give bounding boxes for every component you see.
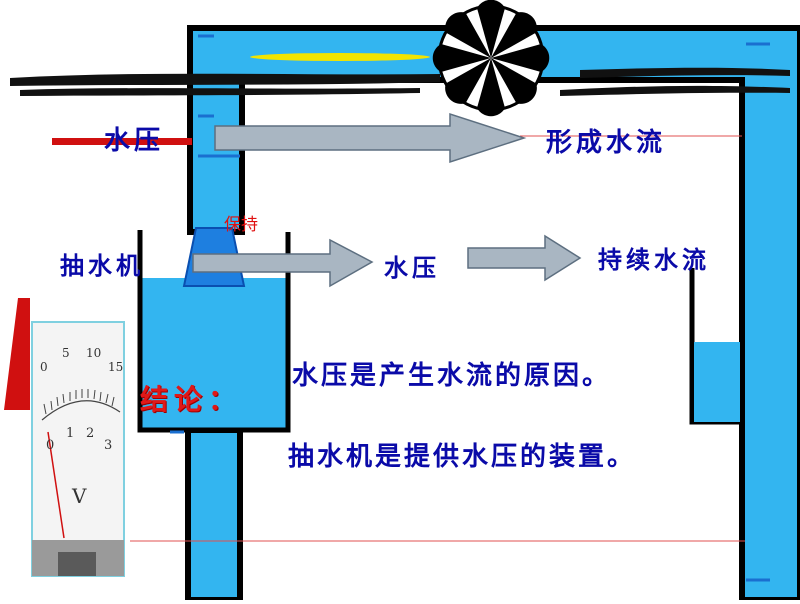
turbine-fan-icon <box>432 0 550 117</box>
arrow-pump <box>192 238 374 288</box>
voltmeter-icon <box>31 321 125 577</box>
arrow-pressure <box>467 234 582 282</box>
label-continuous-flow: 持续水流 <box>598 246 710 274</box>
voltmeter-bottom-scale: 0 1 2 3 <box>38 424 128 453</box>
scale-bottom-2: 2 <box>86 426 95 441</box>
red-pointer-bar <box>52 138 192 145</box>
scale-bottom-0: 0 <box>46 438 55 453</box>
voltmeter-needle <box>47 431 65 539</box>
label-water-pressure-mid: 水压 <box>384 254 440 282</box>
lower-left-pipe <box>185 427 243 603</box>
right-water-fill <box>694 342 740 422</box>
loop-interior <box>248 85 738 600</box>
scale-top-15: 15 <box>108 360 124 374</box>
flow-streaks <box>10 53 790 96</box>
conclusion-line-1: 水压是产生水流的原因。 <box>292 361 612 391</box>
label-forms-flow: 形成水流 <box>546 128 667 158</box>
scale-top-0: 0 <box>40 360 48 374</box>
voltmeter-top-scale: 0 5 10 15 <box>38 346 128 374</box>
label-water-pressure-top: 水压 <box>104 126 165 156</box>
pipe-dashes <box>170 34 770 582</box>
scale-top-5: 5 <box>62 346 70 360</box>
scale-bottom-3: 3 <box>104 438 113 453</box>
label-pump: 抽水机 <box>60 252 144 280</box>
red-flash-shape <box>4 298 30 410</box>
conclusion-line-2: 抽水机是提供水压的装置。 <box>288 442 637 472</box>
voltmeter-unit: V <box>72 484 87 508</box>
arrow-top <box>214 112 527 164</box>
scale-top-10: 10 <box>86 346 102 360</box>
conclusion-title: 结论： <box>140 383 243 416</box>
scale-bottom-1: 1 <box>66 426 75 441</box>
label-keep: 保持 <box>224 215 258 235</box>
